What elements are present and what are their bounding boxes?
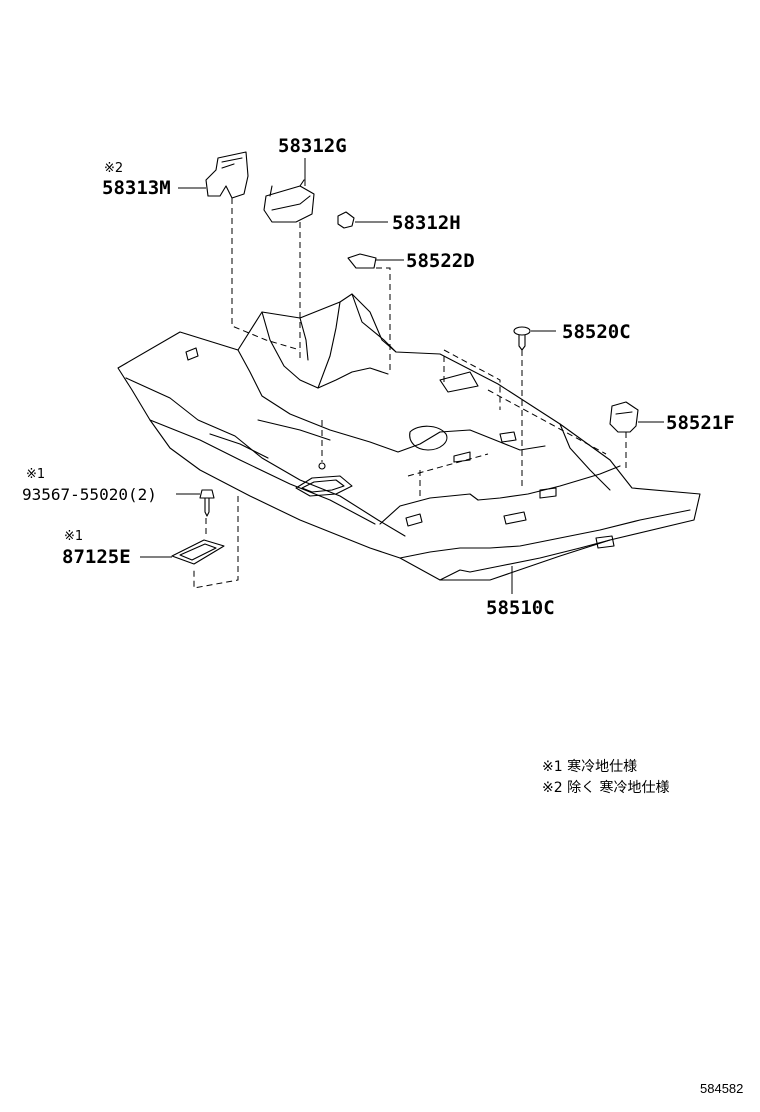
part-label-58313M: 58313M (102, 177, 171, 199)
part-label-58522D: 58522D (406, 250, 475, 272)
part-label-58510C: 58510C (486, 597, 555, 619)
part-label-93567-55020: 93567-55020(2) (22, 485, 157, 504)
bracket-58312G-drawing (263, 179, 315, 223)
figure-code: 584582 (700, 1081, 743, 1096)
note-mark-93567: ※1 (26, 467, 45, 482)
bracket-58313M-drawing (205, 151, 249, 199)
screw-93567-drawing (199, 489, 215, 517)
plate-87125E-drawing (171, 539, 225, 565)
legend-line-1: ※1 寒冷地仕様 (542, 758, 637, 775)
clip-58522D-drawing (347, 253, 377, 269)
floor-carpet-drawing (117, 293, 701, 581)
bracket-58521F-drawing (609, 401, 639, 433)
part-label-58521F: 58521F (666, 412, 735, 434)
leader-lines (140, 158, 664, 594)
assembly-lines (193, 198, 627, 589)
note-mark-87125E: ※1 (64, 529, 83, 544)
part-label-58312G: 58312G (278, 135, 347, 157)
clip-58520C-drawing (513, 326, 531, 351)
part-label-58520C: 58520C (562, 321, 631, 343)
legend-line-2: ※2 除く 寒冷地仕様 (542, 779, 670, 796)
part-label-58312H: 58312H (392, 212, 461, 234)
clip-58312H-drawing (337, 211, 355, 229)
note-mark-58313M: ※2 (104, 161, 123, 176)
part-label-87125E: 87125E (62, 546, 131, 568)
